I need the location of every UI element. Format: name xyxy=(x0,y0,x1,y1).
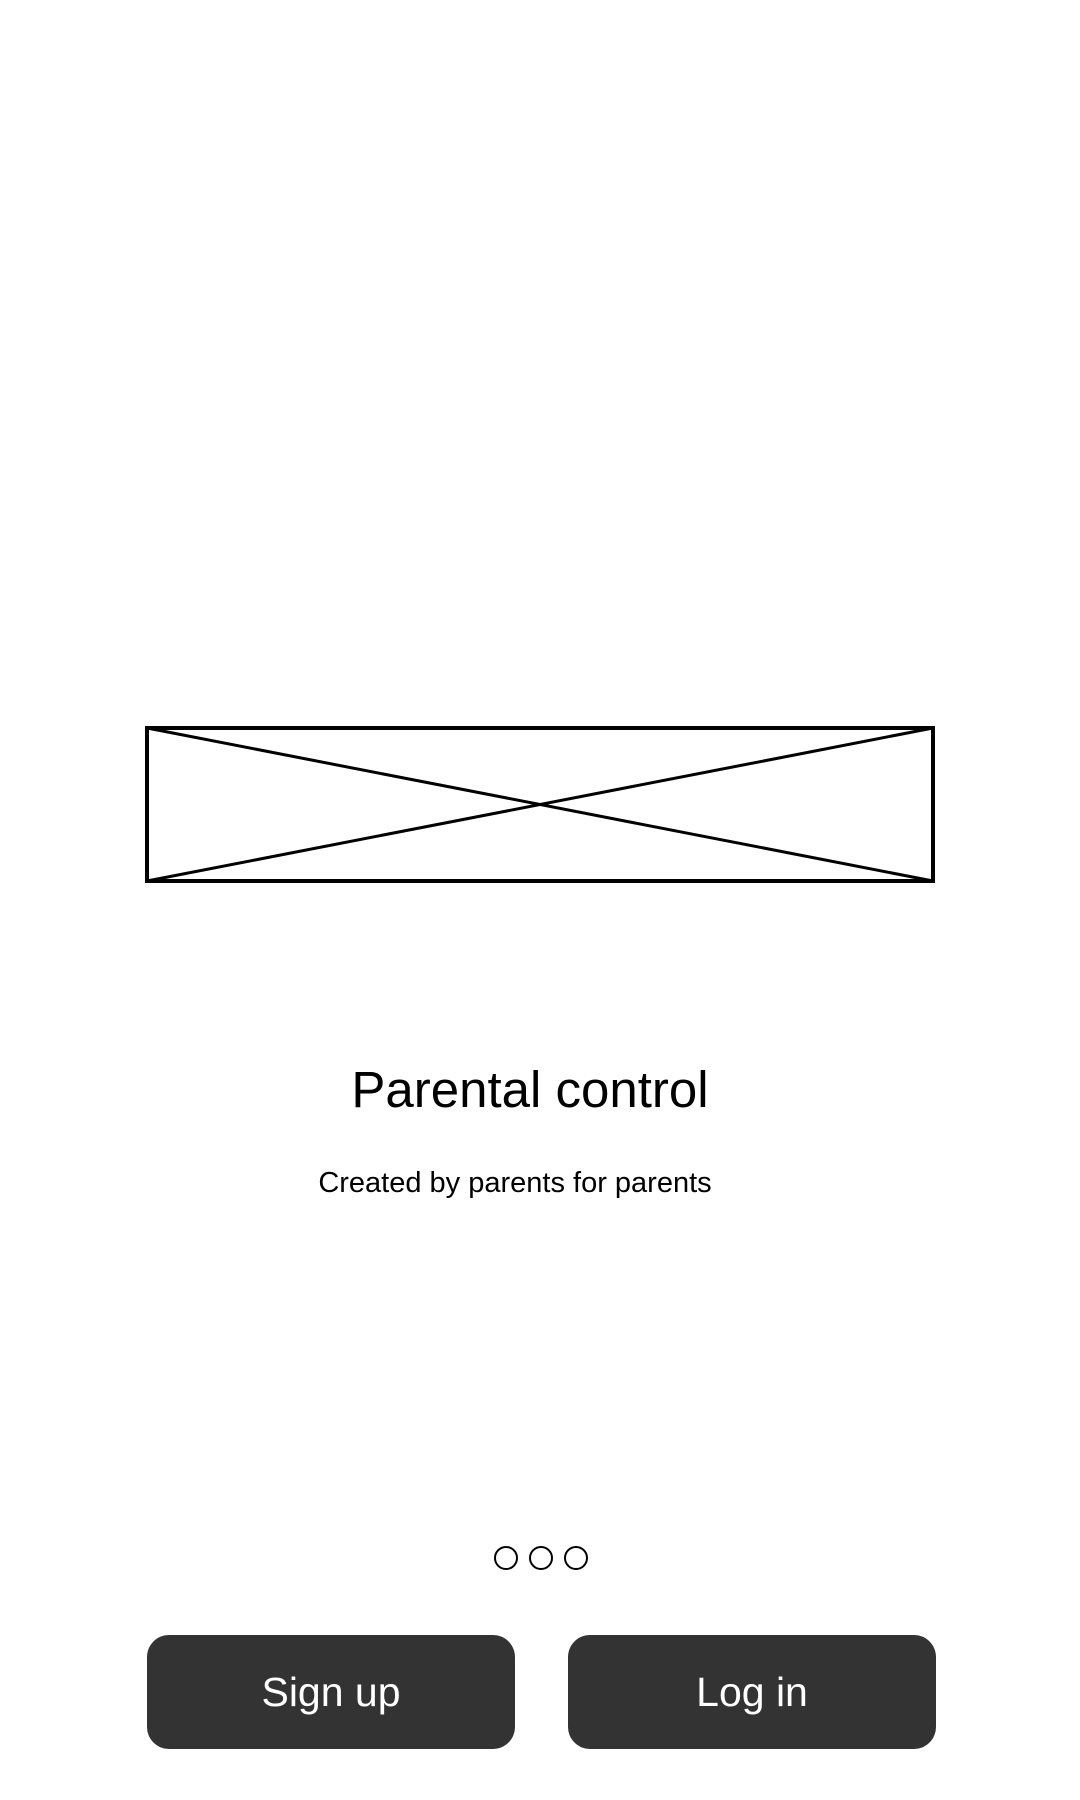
image-placeholder-icon xyxy=(145,726,935,883)
image-placeholder xyxy=(145,726,935,883)
log-in-button[interactable]: Log in xyxy=(568,1635,936,1749)
pager-dot[interactable] xyxy=(529,1546,553,1570)
page-title: Parental control xyxy=(351,1061,709,1118)
pager-dot[interactable] xyxy=(494,1546,518,1570)
sign-up-button[interactable]: Sign up xyxy=(147,1635,515,1749)
pager-dot[interactable] xyxy=(564,1546,588,1570)
page-subtitle: Created by parents for parents xyxy=(318,1167,712,1199)
carousel-pager xyxy=(0,1546,1080,1570)
